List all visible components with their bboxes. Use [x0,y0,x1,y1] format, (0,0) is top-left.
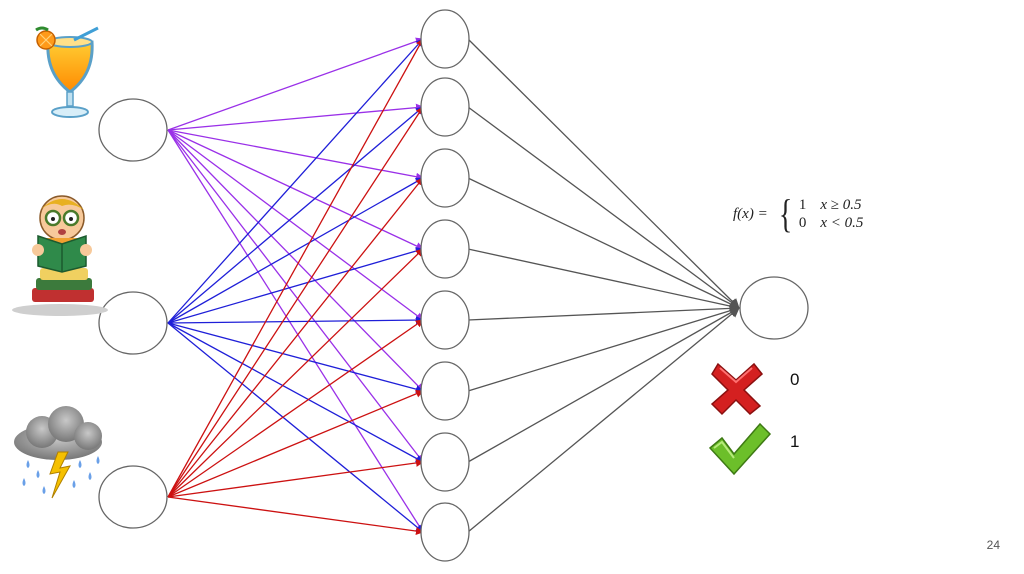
edge-input-2-hidden-6 [167,322,424,394]
page-number: 24 [986,538,1000,552]
edge-input-2-hidden-1 [167,38,424,324]
hidden-node-5 [420,290,470,350]
edge-hidden-5-output [467,303,740,321]
red-cross-icon [710,362,764,416]
hidden-node-6 [420,361,470,421]
activation-formula: f(x) = { 1 x ≥ 0.5 0 x < 0.5 [733,191,864,236]
output-one-label: 1 [790,432,800,451]
case-true-condition: x ≥ 0.5 [820,197,862,213]
edge-input-1-hidden-8 [167,129,424,533]
storm-cloud-icon [14,406,102,499]
hidden-node-4 [420,219,470,279]
edge-input-2-hidden-8 [167,322,424,533]
formula-lhs: f(x) = [733,205,768,222]
input-node-2 [98,291,168,355]
hidden-node-1 [420,9,470,69]
formula-brace: { [778,191,793,236]
edge-hidden-2-output [467,106,740,309]
edge-hidden-8-output [467,307,740,533]
edge-input-2-hidden-4 [167,247,424,324]
edge-input-1-hidden-1 [167,37,424,131]
edge-input-3-hidden-6 [167,389,424,498]
edge-input-1-hidden-5 [167,129,424,321]
edge-input-1-hidden-7 [167,129,424,463]
edge-input-1-hidden-2 [167,103,424,131]
edge-layer [167,37,740,536]
edge-input-3-hidden-4 [167,248,424,498]
hidden-node-7 [420,432,470,492]
green-check-icon [708,422,772,476]
cocktail-icon [35,26,99,118]
edge-hidden-3-output [467,177,740,309]
edge-hidden-6-output [467,305,740,392]
edge-input-3-hidden-1 [167,38,424,498]
input-node-3 [98,465,168,529]
edge-input-3-hidden-8 [167,496,424,536]
case-false-value: 0 [798,215,807,231]
hidden-node-3 [420,148,470,208]
edge-input-2-hidden-3 [167,177,424,324]
hidden-node-8 [420,502,470,562]
formula-case-true: 1 x ≥ 0.5 [799,196,864,214]
edge-input-1-hidden-3 [167,129,424,181]
formula-cases: 1 x ≥ 0.5 0 x < 0.5 [799,196,864,232]
edge-input-3-hidden-2 [167,106,424,498]
edge-input-1-hidden-4 [167,129,424,250]
output-zero-label: 0 [790,370,800,389]
edge-hidden-4-output [467,248,740,311]
input-node-1 [98,98,168,162]
hidden-node-2 [420,77,470,137]
edge-input-3-hidden-7 [167,458,424,498]
edge-hidden-1-output [467,38,740,309]
case-false-condition: x < 0.5 [820,215,864,231]
reading-student-icon [12,195,108,316]
edge-hidden-7-output [467,307,740,463]
output-node [739,276,809,340]
case-true-value: 1 [798,197,807,213]
formula-case-false: 0 x < 0.5 [799,214,864,232]
edge-input-3-hidden-5 [167,319,424,498]
node-layer [98,9,809,562]
edge-input-2-hidden-2 [167,106,424,324]
edge-input-2-hidden-5 [167,316,424,325]
edge-input-3-hidden-3 [167,177,424,498]
edge-input-2-hidden-7 [167,322,424,463]
edge-input-1-hidden-6 [167,129,424,392]
